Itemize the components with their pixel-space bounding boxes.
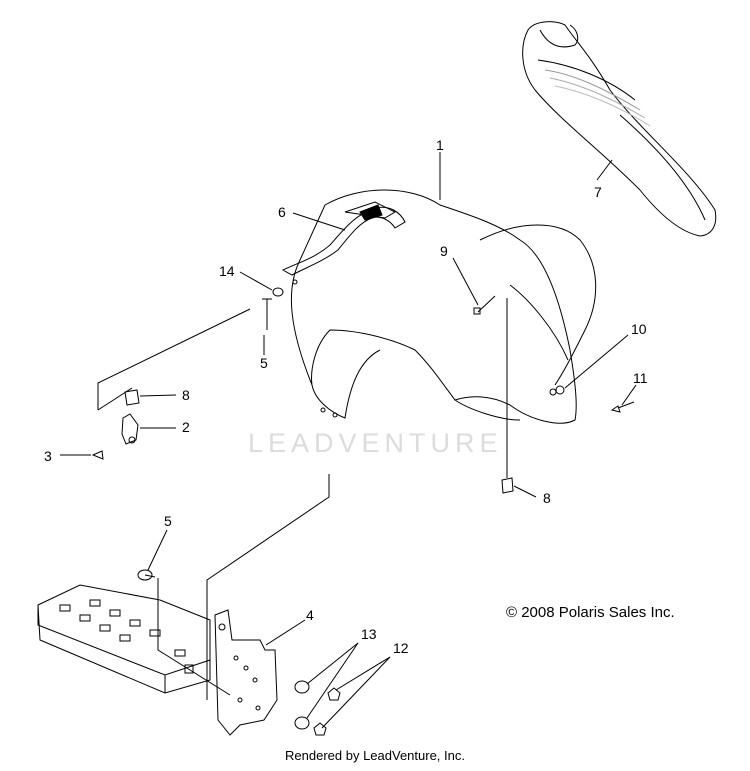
footer-credit: Rendered by LeadVenture, Inc. <box>285 748 465 763</box>
part-1-fender <box>290 189 597 424</box>
callout-12: 12 <box>393 640 409 656</box>
part-5-bolt-lower <box>137 569 156 581</box>
callout-14: 14 <box>219 263 235 279</box>
callout-8-right: 8 <box>543 490 551 506</box>
callout-1: 1 <box>436 137 444 153</box>
part-5-bolt-upper <box>262 298 272 330</box>
part-12-nuts <box>313 687 341 736</box>
callout-5-lower: 5 <box>164 513 172 529</box>
copyright-notice: © 2008 Polaris Sales Inc. <box>506 604 675 621</box>
callout-8-left: 8 <box>182 387 190 403</box>
part-6-strip <box>281 201 406 285</box>
part-8-clip-left <box>124 389 140 406</box>
callout-13: 13 <box>361 626 377 642</box>
part-8-clip-right <box>501 477 514 494</box>
callout-9: 9 <box>440 243 448 259</box>
part-10-washer <box>555 385 565 395</box>
leader-lines <box>60 152 637 729</box>
part-9-screw <box>473 295 496 315</box>
part-13-washers <box>294 680 310 730</box>
callout-7: 7 <box>594 184 602 200</box>
callout-10: 10 <box>631 321 647 337</box>
callout-5-upper: 5 <box>260 355 268 371</box>
callout-3: 3 <box>44 448 52 464</box>
part-14-washer <box>272 287 284 297</box>
part-4-mudflap <box>214 609 278 736</box>
callout-2: 2 <box>182 419 190 435</box>
callout-6: 6 <box>278 204 286 220</box>
callout-4: 4 <box>306 607 314 623</box>
part-7-cover <box>522 21 717 237</box>
watermark: LEADVENTURE <box>248 428 503 458</box>
callout-11: 11 <box>633 370 648 386</box>
part-11-screw <box>610 401 635 413</box>
part-2-bracket <box>121 413 139 445</box>
part-3-screw <box>91 450 104 460</box>
footrest <box>37 584 211 694</box>
